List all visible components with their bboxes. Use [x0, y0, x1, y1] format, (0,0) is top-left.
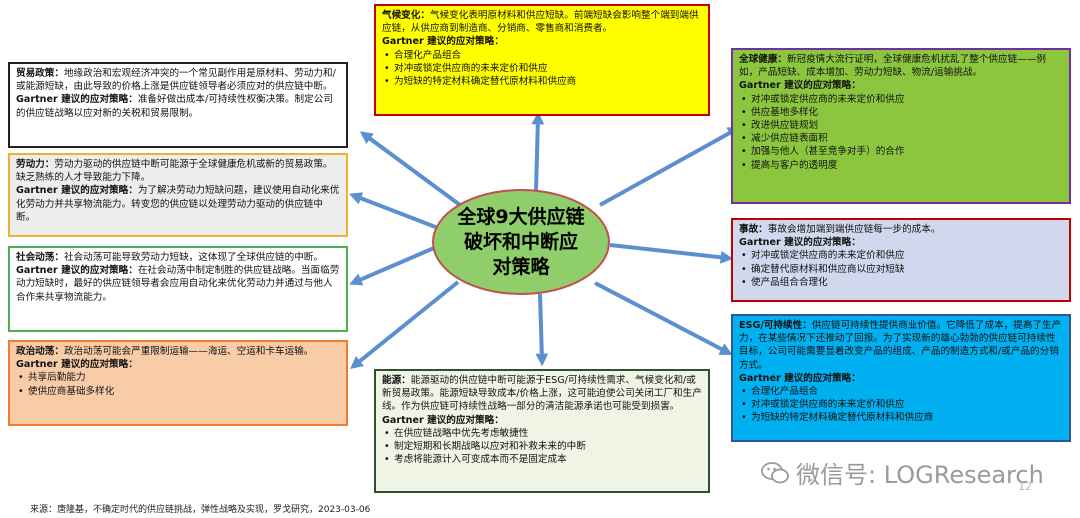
- energy-title: 能源：: [382, 375, 411, 386]
- health-strategy-list: 对冲或锁定供应商的未来定价和供应 供应基地多样化 改进供应链规划 减少供应链表面…: [739, 93, 1063, 172]
- esg-body: 供应链可持续性提供商业价值。它降低了成本，提高了生产力，在某些情况下还推动了回报…: [739, 320, 1062, 371]
- climate-title: 气候变化：: [382, 10, 430, 21]
- esg-title: ESG/可持续性：: [739, 320, 812, 331]
- list-item: 在供应链战略中优先考虑敏捷性: [384, 427, 702, 440]
- list-item: 制定短期和长期战略以应对和补救未来的中断: [384, 440, 702, 453]
- social-body: 社会动荡可能导致劳动力短缺，这体现了全球供应链的中断。: [63, 252, 323, 263]
- trade-title: 贸易政策：: [16, 68, 64, 79]
- list-item: 使供应商基础多样化: [18, 385, 340, 398]
- arrow-to-accident: [609, 243, 734, 264]
- list-item: 供应基地多样化: [741, 106, 1063, 119]
- trade-body: 地缘政治和宏观经济冲突的一个常见副作用是原材料、劳动力和/或能源短缺，由此导致的…: [16, 68, 336, 93]
- box-esg-sustainability: ESG/可持续性：供应链可持续性提供商业价值。它降低了成本，提高了生产力，在某些…: [731, 314, 1071, 442]
- wechat-icon: [761, 461, 789, 483]
- watermark: 微信号: LOGResearch: [760, 455, 1044, 490]
- arrow-to-esg: [594, 281, 733, 355]
- accident-title: 事故：: [739, 224, 768, 235]
- climate-body: 气候变化表明原材料和供应短缺。前端短缺会影响整个端到端供应链，从供应商到制造商、…: [382, 10, 699, 35]
- arrow-to-political: [350, 280, 460, 370]
- energy-body: 能源驱动的供应链中断可能源于ESG/可持续性需求、气候变化和/或新贸易政策。能源…: [382, 375, 702, 413]
- trade-gartner-label: Gartner 建议的应对策略：: [16, 94, 138, 106]
- source-footer: 来源：唐隆基，不确定时代的供应链挑战，弹性战略及实现，罗戈研究，2023-03-…: [30, 505, 371, 515]
- political-strategy-list: 共享后勤能力 使供应商基础多样化: [16, 371, 340, 398]
- energy-gartner-label: Gartner 建议的应对策略：: [382, 414, 504, 426]
- box-labor: 劳动力：劳动力驱动的供应链中断可能源于全球健康危机或新的贸易政策。缺乏熟练的人才…: [8, 153, 348, 237]
- arrow-to-labor: [349, 192, 439, 230]
- center-hub: 全球9大供应链破坏和中断应对策略: [432, 189, 610, 295]
- health-title: 全球健康：: [739, 54, 787, 65]
- box-global-health: 全球健康：新冠疫情大流行证明，全球健康危机扰乱了整个供应链——例如，产品短缺、成…: [731, 48, 1071, 204]
- health-body: 新冠疫情大流行证明，全球健康危机扰乱了整个供应链——例如，产品短缺、成本增加、劳…: [739, 54, 1046, 79]
- energy-strategy-list: 在供应链战略中优先考虑敏捷性 制定短期和长期战略以应对和补救未来的中断 考虑将能…: [382, 427, 702, 467]
- hub-title: 全球9大供应链破坏和中断应对策略: [457, 205, 585, 278]
- climate-strategy-list: 合理化产品组合 对冲或锁定供应商的未来定价和供应 为短缺的特定材料确定替代原材料…: [382, 49, 702, 89]
- esg-strategy-list: 合理化产品组合 对冲或锁定供应商的未来定价和供应 为短缺的特定材料确定替代原材料…: [739, 385, 1063, 425]
- social-strategy: 在社会动荡中制定制胜的供应链战略。当面临劳动力短缺时，最好的供应链领导者会应用自…: [16, 265, 340, 303]
- trade-strategy: 准备好做出成本/可持续性权衡决策。制定公司的供应链战略以应对新的关税和贸易限制。: [16, 94, 333, 119]
- box-social-unrest: 社会动荡：社会动荡可能导致劳动力短缺，这体现了全球供应链的中断。 Gartner…: [8, 246, 348, 332]
- climate-gartner-label: Gartner 建议的应对策略：: [382, 36, 504, 48]
- arrow-to-trade: [359, 131, 462, 207]
- list-item: 共享后勤能力: [18, 371, 340, 384]
- watermark-text: 微信号: LOGResearch: [796, 461, 1044, 489]
- arrow-to-climate: [531, 111, 545, 192]
- list-item: 对冲或锁定供应商的未来定价和供应: [741, 249, 1063, 262]
- labor-title: 劳动力：: [16, 159, 55, 170]
- list-item: 减少供应链表面积: [741, 132, 1063, 145]
- list-item: 考虑将能源计入可变成本而不是固定成本: [384, 453, 702, 466]
- page-number: 12: [1018, 480, 1032, 493]
- list-item: 加强与他人（甚至竞争对手）的合作: [741, 145, 1063, 158]
- arrow-to-health: [599, 126, 741, 207]
- labor-body: 劳动力驱动的供应链中断可能源于全球健康危机或新的贸易政策。缺乏熟练的人才导致能力…: [16, 159, 333, 184]
- list-item: 为短缺的特定材料确定替代原材料和供应商: [384, 75, 702, 88]
- list-item: 合理化产品组合: [741, 385, 1063, 398]
- list-item: 改进供应链规划: [741, 119, 1063, 132]
- accident-strategy-list: 对冲或锁定供应商的未来定价和供应 确定替代原材料和供应商以应对短缺 使产品组合合…: [739, 249, 1063, 289]
- labor-strategy: 为了解决劳动力短缺问题，建议使用自动化来优化劳动力并共享物流能力。转变您的供应链…: [16, 185, 340, 223]
- box-energy: 能源：能源驱动的供应链中断可能源于ESG/可持续性需求、气候变化和/或新贸易政策…: [374, 369, 710, 493]
- social-title: 社会动荡：: [16, 252, 64, 263]
- political-body: 政治动荡可能会严重限制运输——海运、空运和卡车运输。: [63, 346, 314, 357]
- social-gartner-label: Gartner 建议的应对策略：: [16, 265, 138, 277]
- arrow-to-social: [349, 246, 435, 286]
- list-item: 合理化产品组合: [384, 49, 702, 62]
- arrow-to-energy: [535, 293, 549, 367]
- box-political-unrest: 政治动荡：政治动荡可能会严重限制运输——海运、空运和卡车运输。 Gartner …: [8, 340, 348, 426]
- political-title: 政治动荡：: [16, 346, 64, 357]
- health-gartner-label: Gartner 建议的应对策略：: [739, 80, 861, 92]
- box-accident: 事故：事故会增加端到端供应链每一步的成本。 Gartner 建议的应对策略： 对…: [731, 218, 1071, 302]
- esg-gartner-label: Gartner 建议的应对策略：: [739, 372, 861, 384]
- box-trade-policy: 贸易政策：地缘政治和宏观经济冲突的一个常见副作用是原材料、劳动力和/或能源短缺，…: [8, 62, 348, 148]
- list-item: 对冲或锁定供应商的未来定价和供应: [741, 398, 1063, 411]
- list-item: 为短缺的特定材料确定替代原材料和供应商: [741, 411, 1063, 424]
- accident-gartner-label: Gartner 建议的应对策略：: [739, 237, 861, 249]
- accident-body: 事故会增加端到端供应链每一步的成本。: [767, 224, 941, 235]
- list-item: 对冲或锁定供应商的未来定价和供应: [384, 62, 702, 75]
- list-item: 提高与客户的透明度: [741, 159, 1063, 172]
- list-item: 使产品组合合理化: [741, 276, 1063, 289]
- labor-gartner-label: Gartner 建议的应对策略：: [16, 185, 138, 197]
- list-item: 确定替代原材料和供应商以应对短缺: [741, 263, 1063, 276]
- political-gartner-label: Gartner 建议的应对策略：: [16, 359, 138, 371]
- list-item: 对冲或锁定供应商的未来定价和供应: [741, 93, 1063, 106]
- box-climate-change: 气候变化：气候变化表明原材料和供应短缺。前端短缺会影响整个端到端供应链，从供应商…: [374, 4, 710, 116]
